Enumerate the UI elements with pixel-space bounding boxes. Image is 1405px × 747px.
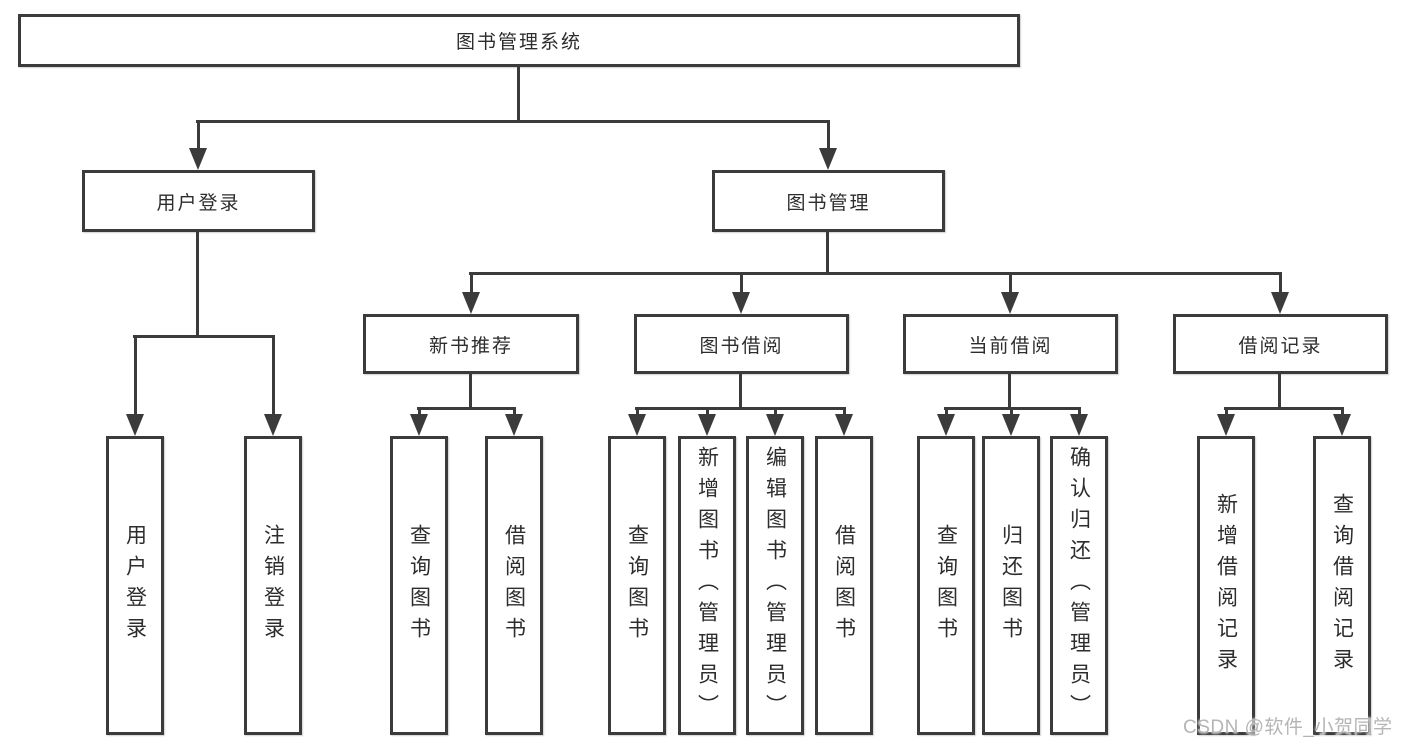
arrow-to-user-login xyxy=(189,120,207,170)
leaf-edit-book-admin: 编辑图书（管理员） xyxy=(746,436,804,735)
connector-new-book-recommend-drop xyxy=(469,374,472,407)
arrow-to-leaf-borrow-books-2 xyxy=(835,407,853,436)
node-book-management: 图书管理 xyxy=(712,170,945,232)
connector-book-borrow-split xyxy=(635,407,846,410)
connector-user-login-split xyxy=(133,335,274,338)
arrow-to-book-borrow xyxy=(732,272,750,314)
leaf-return-book: 归还图书 xyxy=(982,436,1040,735)
connector-new-book-recommend-split xyxy=(417,407,516,410)
leaf-borrow-books-2: 借阅图书 xyxy=(815,436,873,735)
connector-current-borrow-drop xyxy=(1008,374,1011,407)
leaf-query-books-2: 查询图书 xyxy=(608,436,666,735)
connector-book-management-split xyxy=(469,272,1281,275)
arrow-to-leaf-user-login xyxy=(126,335,144,436)
connector-current-borrow-split xyxy=(944,407,1081,410)
arrow-to-current-borrow xyxy=(1001,272,1019,314)
leaf-query-books-3: 查询图书 xyxy=(917,436,975,735)
leaf-add-book-admin: 新增图书（管理员） xyxy=(678,436,736,735)
node-user-login: 用户登录 xyxy=(82,170,315,232)
arrow-to-leaf-confirm-return xyxy=(1070,407,1088,436)
node-borrow-records: 借阅记录 xyxy=(1173,314,1388,374)
arrow-to-borrow-records xyxy=(1271,272,1289,314)
leaf-logout: 注销登录 xyxy=(244,436,302,735)
connector-root-drop xyxy=(517,67,520,120)
arrow-to-leaf-return-book xyxy=(1002,407,1020,436)
arrow-to-book-management xyxy=(819,120,837,170)
leaf-query-borrow-record: 查询借阅记录 xyxy=(1313,436,1371,735)
leaf-user-login: 用户登录 xyxy=(106,436,164,735)
arrow-to-leaf-query-books-3 xyxy=(937,407,955,436)
arrow-to-leaf-query-books-1 xyxy=(410,407,428,436)
connector-book-management-drop xyxy=(826,232,829,272)
arrow-to-leaf-query-books-2 xyxy=(628,407,646,436)
node-current-borrow: 当前借阅 xyxy=(903,314,1118,374)
connector-borrow-records-drop xyxy=(1278,374,1281,407)
arrow-to-leaf-add-book xyxy=(698,407,716,436)
connector-user-login-drop xyxy=(196,232,199,335)
arrow-to-leaf-query-borrow-record xyxy=(1333,407,1351,436)
leaf-confirm-return-admin: 确认归还（管理员） xyxy=(1050,436,1108,735)
node-root: 图书管理系统 xyxy=(18,14,1020,67)
node-new-book-recommend: 新书推荐 xyxy=(363,314,579,374)
leaf-add-borrow-record: 新增借阅记录 xyxy=(1197,436,1255,735)
arrow-to-new-book-recommend xyxy=(462,272,480,314)
leaf-query-books-1: 查询图书 xyxy=(390,436,448,735)
leaf-borrow-books-1: 借阅图书 xyxy=(485,436,543,735)
arrow-to-leaf-logout xyxy=(264,335,282,436)
node-book-borrow: 图书借阅 xyxy=(634,314,849,374)
connector-level1-split xyxy=(196,120,829,123)
arrow-to-leaf-add-borrow-record xyxy=(1217,407,1235,436)
arrow-to-leaf-borrow-books-1 xyxy=(505,407,523,436)
csdn-watermark: CSDN @软件_小贺同学 xyxy=(1183,717,1393,738)
arrow-to-leaf-edit-book xyxy=(766,407,784,436)
connector-borrow-records-split xyxy=(1224,407,1344,410)
connector-book-borrow-drop xyxy=(739,374,742,407)
